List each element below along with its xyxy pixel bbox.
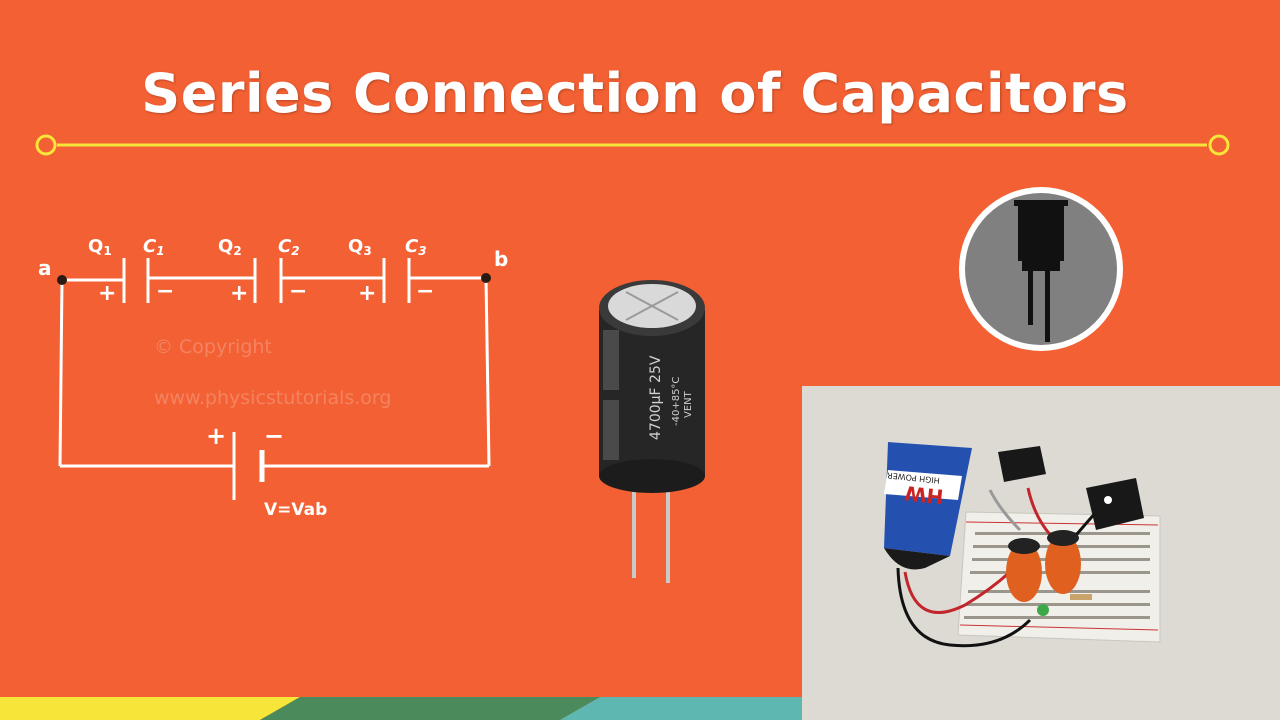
capacitor-rating-text: 4700μF 25V: [648, 355, 664, 440]
c3-charge-label: Q3: [348, 236, 372, 258]
circuit-nodes: [57, 273, 491, 285]
c3-plus: +: [358, 281, 376, 306]
electrolytic-capacitor-illustration: 4700μF 25V -40+85°C VENT: [599, 280, 705, 583]
capacitor-vent-text: VENT: [683, 390, 694, 418]
watermark-copyright: © Copyright: [154, 336, 272, 358]
c1-charge-label: Q1: [88, 236, 112, 258]
page-title: Series Connection of Capacitors: [141, 62, 1129, 125]
c1-cap-label: C1: [143, 236, 165, 258]
node-a-label: a: [38, 256, 52, 280]
watermark-url: www.physicstutorials.org: [154, 387, 391, 409]
battery-voltage-label: V=Vab: [264, 500, 327, 520]
bottom-color-band: [0, 697, 802, 720]
c2-minus: −: [289, 279, 307, 304]
capacitor-temp-text: -40+85°C: [671, 377, 682, 426]
battery-brand-text: HW: [903, 481, 944, 509]
node-b-label: b: [494, 247, 508, 271]
c1-minus: −: [156, 279, 174, 304]
c2-charge-label: Q2: [218, 236, 242, 258]
circuit-diagram: [58, 258, 491, 500]
node-a-dot: [57, 275, 67, 285]
node-b-dot: [481, 273, 491, 283]
c2-plus: +: [230, 281, 248, 306]
c1-plus: +: [98, 281, 116, 306]
c2-cap-label: C2: [278, 236, 300, 258]
battery-minus: −: [264, 422, 284, 450]
battery-plus: +: [206, 422, 226, 450]
title-rule: [35, 134, 1230, 156]
c3-minus: −: [416, 279, 434, 304]
c3-cap-label: C3: [405, 236, 427, 258]
breadboard-circuit-photo: HW HIGH POWER: [802, 386, 1280, 720]
capacitor-icon: [959, 187, 1123, 351]
